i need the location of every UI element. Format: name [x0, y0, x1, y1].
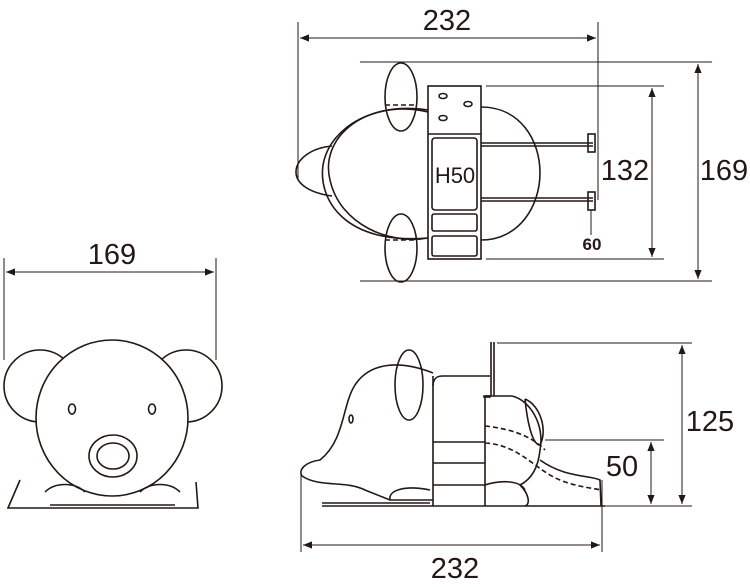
elephant-top-outline	[295, 62, 596, 283]
front-width-label: 169	[88, 239, 136, 271]
model-label: H50	[435, 163, 475, 188]
rail-width-label: 60	[583, 235, 602, 254]
platform-top	[427, 85, 482, 260]
length-label: 232	[431, 553, 479, 585]
top-width-label: 232	[423, 5, 471, 37]
platform-height-label: 50	[606, 451, 638, 483]
height-label: 125	[686, 406, 734, 438]
side-view: 125 50 232	[300, 342, 734, 585]
inner-depth-label: 132	[601, 155, 649, 187]
elephant-side-outline	[300, 342, 605, 507]
top-view: 232 H50 60 132	[295, 5, 748, 283]
front-view: 169	[3, 239, 223, 509]
bear-face-outline	[3, 339, 223, 509]
top-depth-label: 169	[700, 155, 748, 187]
